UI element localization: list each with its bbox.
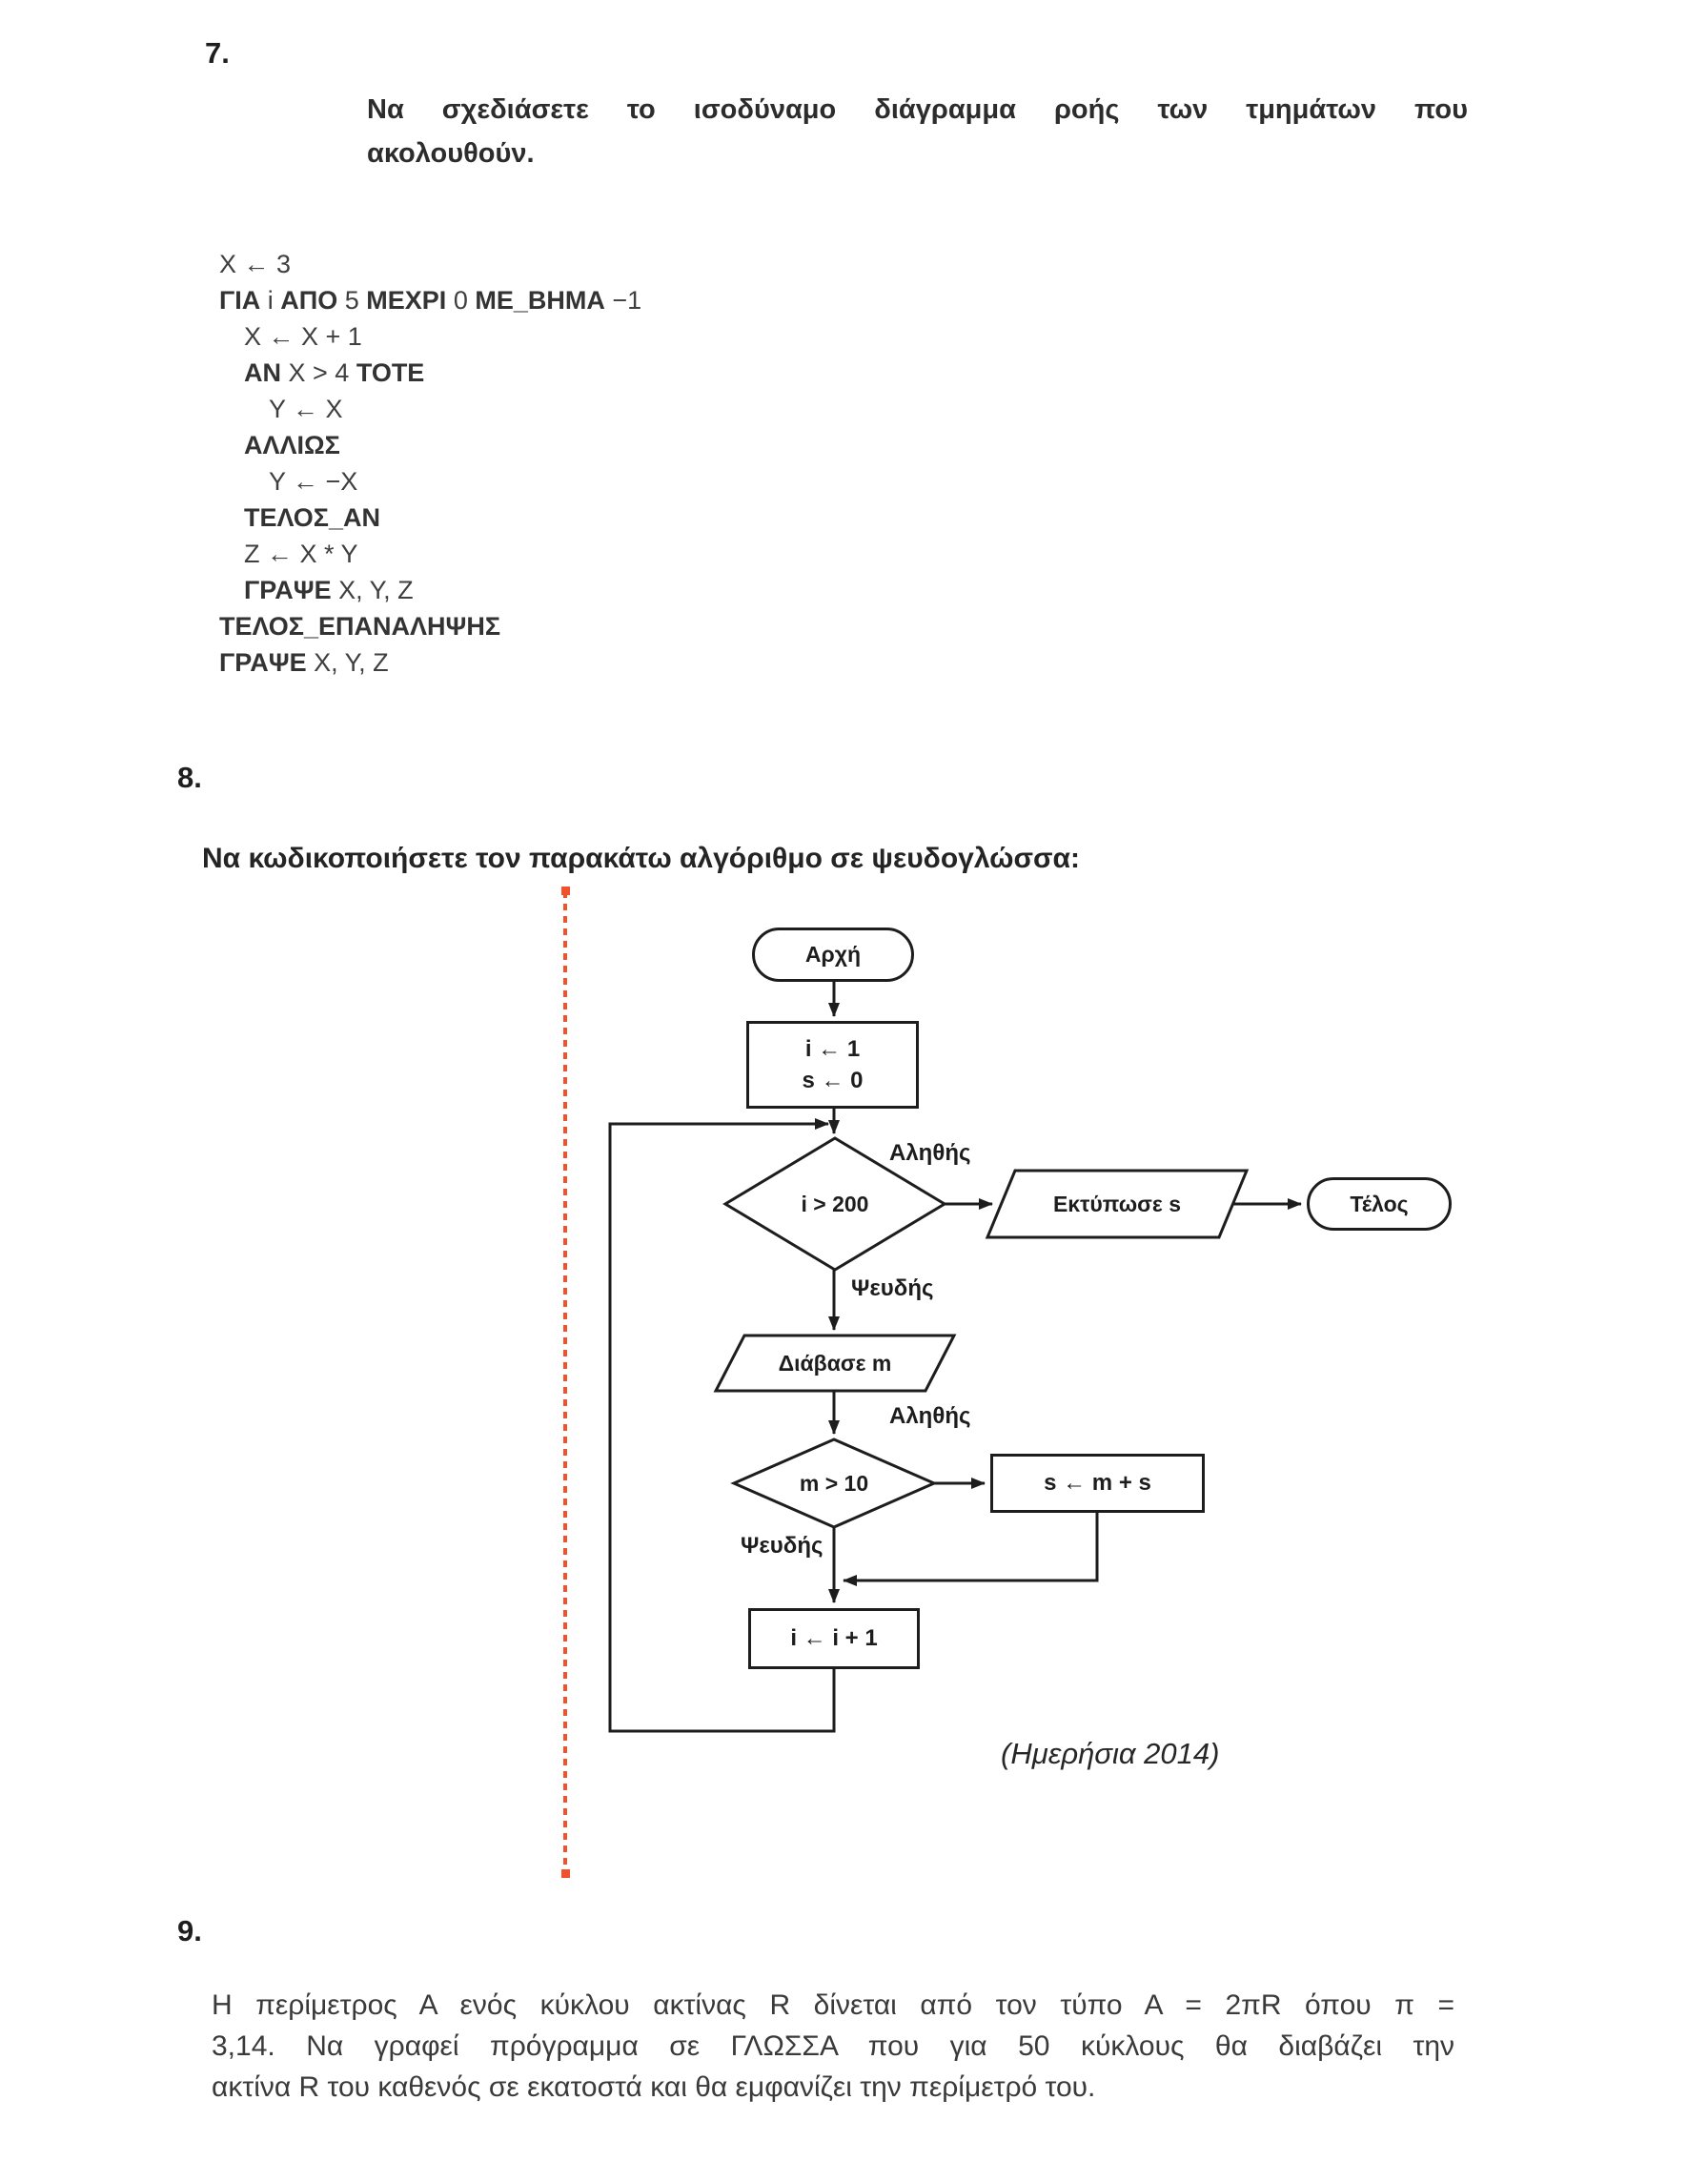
code-keyword: ΤΟΤΕ <box>356 358 425 387</box>
code-text: 0 <box>446 286 476 315</box>
increment-process-box: i ← i + 1 <box>748 1608 920 1669</box>
annotation-dashed-line <box>563 891 567 1875</box>
question-9-line-1: Η περίμετρος Α ενός κύκλου ακτίνας R δίν… <box>212 1989 1454 2021</box>
start-label: Αρχή <box>804 942 862 967</box>
condition-1-false-label: Ψευδής <box>851 1275 934 1301</box>
accumulate-label: s ← m + s <box>1044 1470 1151 1496</box>
code-line: ΤΕΛΟΣ_ΕΠΑΝΑΛΗΨΗΣ <box>219 608 641 644</box>
flowchart-connectors <box>608 982 1302 1733</box>
source-note: (Ημερήσια 2014) <box>1001 1737 1220 1770</box>
condition-1-text: i > 200 <box>801 1191 869 1216</box>
accumulate-process-box: s ← m + s <box>990 1454 1205 1513</box>
code-line: ΑΝ X > 4 ΤΟΤΕ <box>219 355 641 391</box>
condition-1-true-label: Αληθής <box>889 1140 971 1166</box>
code-line: X ← X + 1 <box>219 318 641 355</box>
question-9-number: 9. <box>177 1914 202 1947</box>
code-text: 5 <box>337 286 367 315</box>
code-keyword: ΓΙΑ <box>219 286 261 315</box>
condition-2-text: m > 10 <box>799 1470 869 1496</box>
question-9-line-2: 3,14. Να γραφεί πρόγραμμα σε ΓΛΩΣΣΑ που … <box>212 2030 1454 2062</box>
print-parallelogram <box>985 1169 1250 1239</box>
code-line: ΤΕΛΟΣ_ΑΝ <box>219 500 641 536</box>
question-7-prompt-line-2: ακολουθούν. <box>367 138 535 169</box>
question-8-number: 8. <box>177 761 202 794</box>
init-line-2: s ← 0 <box>802 1068 864 1093</box>
code-text: X ← 3 <box>219 250 292 278</box>
code-keyword: ΑΠΟ <box>280 286 338 315</box>
decision-diamond-1 <box>722 1136 947 1272</box>
code-text: X > 4 <box>281 358 356 387</box>
question-7-number: 7. <box>205 36 230 70</box>
code-keyword: ΜΕΧΡΙ <box>366 286 447 315</box>
code-line: Y ← −X <box>219 463 641 500</box>
question-7-prompt: Να σχεδιάσετε το ισοδύναμο διάγραμμα ροή… <box>367 88 1468 175</box>
pseudocode-block: X ← 3 ΓΙΑ i ΑΠΟ 5 ΜΕΧΡΙ 0 ΜΕ_ΒΗΜΑ −1 X ← X… <box>219 246 641 681</box>
code-line: Y ← X <box>219 391 641 427</box>
read-parallelogram <box>713 1334 957 1393</box>
end-label: Τέλος <box>1350 1191 1409 1216</box>
code-keyword: ΓΡΑΨΕ <box>244 576 332 604</box>
code-text: −1 <box>604 286 642 315</box>
print-text: Εκτύπωσε s <box>1052 1191 1182 1216</box>
read-text: Διάβασε m <box>778 1350 892 1376</box>
code-keyword: ΜΕ_ΒΗΜΑ <box>475 286 605 315</box>
question-7-prompt-line-1: Να σχεδιάσετε το ισοδύναμο διάγραμμα ροή… <box>367 94 1468 125</box>
code-text: Y ← X <box>269 395 343 423</box>
code-line: X ← 3 <box>219 246 641 282</box>
condition-2-false-label: Ψευδής <box>741 1533 824 1559</box>
code-text: X ← X + 1 <box>244 322 362 351</box>
code-text: X, Y, Z <box>331 576 414 604</box>
question-9-body: Η περίμετρος Α ενός κύκλου ακτίνας R δίν… <box>212 1985 1454 2108</box>
code-line: Z ← X * Y <box>219 536 641 572</box>
flowchart: Αρχή i ← 1 s ← 0 i > 200 Αληθής Ψευδής Ε… <box>567 906 1482 1792</box>
question-9-line-3: ακτίνα R του καθενός σε εκατοστά και θα … <box>212 2071 1096 2103</box>
condition-2-true-label: Αληθής <box>889 1403 971 1429</box>
code-keyword: ΤΕΛΟΣ_ΑΝ <box>244 503 381 532</box>
init-process-box: i ← 1 s ← 0 <box>746 1021 919 1109</box>
decision-diamond-2 <box>730 1438 938 1529</box>
code-text: Y ← −X <box>269 467 358 496</box>
annotation-line-top-handle <box>561 887 570 895</box>
question-8-prompt: Να κωδικοποιήσετε τον παρακάτω αλγόριθμο… <box>202 843 1080 874</box>
code-line: ΓΙΑ i ΑΠΟ 5 ΜΕΧΡΙ 0 ΜΕ_ΒΗΜΑ −1 <box>219 282 641 318</box>
init-line-1: i ← 1 <box>804 1036 861 1062</box>
code-text: Z ← X * Y <box>244 540 358 568</box>
code-text: i <box>260 286 281 315</box>
code-keyword: ΑΝ <box>244 358 281 387</box>
code-line: ΑΛΛΙΩΣ <box>219 427 641 463</box>
code-text: X, Y, Z <box>306 648 389 677</box>
start-terminator: Αρχή <box>752 928 914 982</box>
flow-arrow-loop-back <box>608 1118 836 1733</box>
code-line: ΓΡΑΨΕ X, Y, Z <box>219 572 641 608</box>
code-keyword: ΑΛΛΙΩΣ <box>244 431 340 459</box>
code-keyword: ΓΡΑΨΕ <box>219 648 307 677</box>
code-line: ΓΡΑΨΕ X, Y, Z <box>219 644 641 681</box>
end-terminator: Τέλος <box>1307 1177 1452 1231</box>
code-keyword: ΤΕΛΟΣ_ΕΠΑΝΑΛΗΨΗΣ <box>219 612 501 641</box>
increment-label: i ← i + 1 <box>790 1625 878 1651</box>
annotation-line-bottom-handle <box>561 1869 570 1878</box>
flow-arrow-accum-merge <box>843 1513 1099 1586</box>
